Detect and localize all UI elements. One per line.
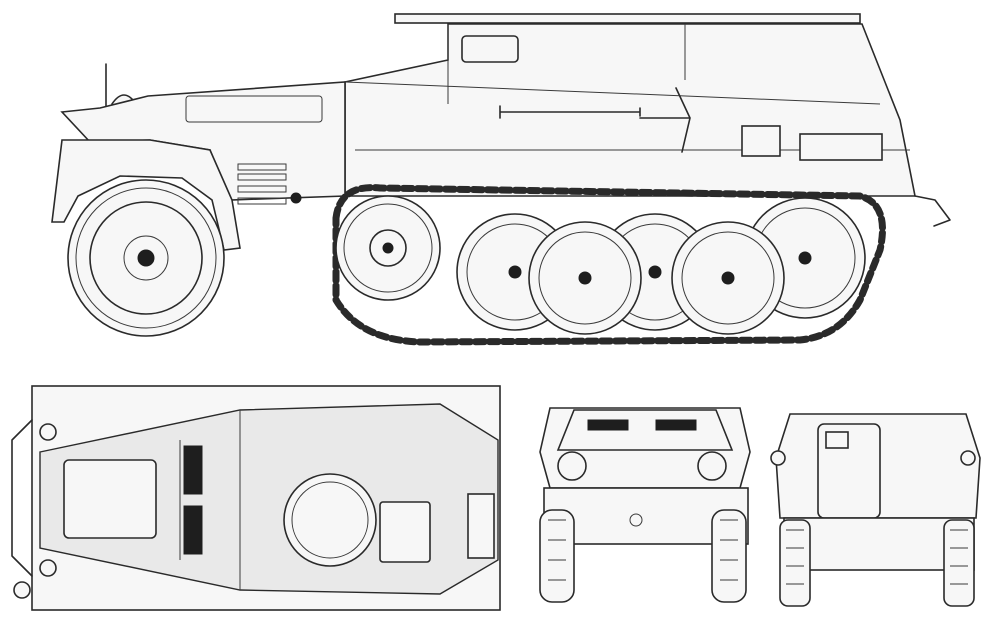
vent bbox=[183, 505, 203, 555]
road-wheel bbox=[528, 221, 642, 335]
vent bbox=[183, 445, 203, 495]
side-view bbox=[51, 13, 951, 346]
visor bbox=[655, 419, 697, 431]
engine-louvers bbox=[237, 163, 287, 205]
rear-track-left bbox=[779, 519, 811, 607]
road-wheels bbox=[456, 197, 866, 335]
engine-hatch bbox=[63, 459, 157, 539]
track bbox=[332, 184, 886, 346]
rear-view bbox=[770, 413, 981, 607]
shovel-tool bbox=[499, 105, 641, 119]
road-wheel bbox=[671, 221, 785, 335]
visor bbox=[587, 419, 629, 431]
front-wheel-right bbox=[711, 509, 747, 603]
front-wheel-left bbox=[539, 509, 575, 603]
front-view bbox=[539, 407, 751, 603]
drive-sprocket bbox=[335, 195, 441, 301]
rear-track-right bbox=[943, 519, 975, 607]
roof-rail bbox=[394, 13, 861, 24]
roof-hatch bbox=[283, 473, 377, 567]
rear-hitch bbox=[914, 195, 951, 227]
top-view bbox=[11, 385, 501, 611]
front-wheel bbox=[67, 179, 225, 337]
upper-hull bbox=[344, 23, 916, 197]
pickaxe-tool bbox=[639, 87, 691, 153]
vision-block bbox=[461, 35, 519, 63]
